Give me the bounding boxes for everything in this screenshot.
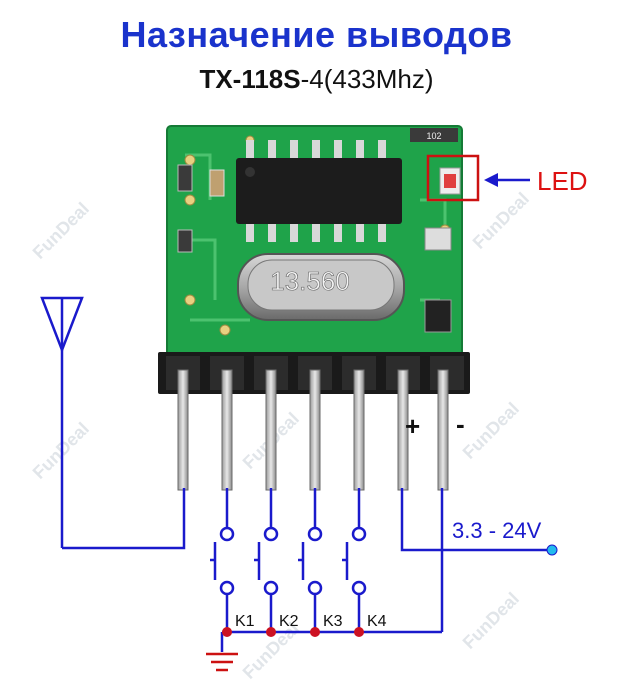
ic-chip [236, 140, 402, 242]
switch-k2 [254, 488, 279, 632]
switch-label-k2: K2 [279, 613, 299, 630]
wiring [62, 488, 548, 652]
junction-node [354, 627, 364, 637]
plus-label: + [405, 411, 420, 441]
page-title: Назначение выводов [120, 14, 513, 55]
ground-icon [206, 652, 238, 672]
switch-k3 [298, 488, 323, 632]
junction-node [310, 627, 320, 637]
junction-node [222, 627, 232, 637]
crystal-oscillator: 13.560 [237, 253, 405, 321]
pin-header [158, 352, 470, 491]
junction-nodes [222, 627, 364, 637]
led-label: LED [537, 166, 588, 196]
crystal-label: 13.560 [270, 266, 350, 296]
pcb-board: 102 13.560 [166, 125, 463, 365]
led-component [439, 167, 461, 195]
switch-label-k3: K3 [323, 613, 343, 630]
led-arrowhead [484, 173, 498, 187]
watermark-text: FunDeal [459, 398, 523, 462]
watermark-text: FunDeal [29, 198, 93, 262]
watermark-text: FunDeal [459, 588, 523, 652]
switch-label-k1: K1 [235, 613, 255, 630]
switch-k1 [210, 488, 235, 632]
antenna-icon [40, 296, 84, 548]
minus-label: - [456, 409, 465, 439]
junction-node [266, 627, 276, 637]
model-name: TX-118S [199, 64, 301, 94]
model-subtitle: TX-118S-4(433Mhz) [0, 64, 633, 95]
smd-marking: 102 [426, 131, 441, 141]
led-highlight-box [426, 154, 480, 202]
model-frequency: -4(433Mhz) [300, 64, 434, 94]
switch-k4 [342, 488, 367, 632]
switch-label-k4: K4 [367, 613, 387, 630]
voltage-terminal [546, 544, 558, 556]
smd-components: 102 [177, 128, 458, 333]
voltage-label: 3.3 - 24V [452, 518, 542, 543]
